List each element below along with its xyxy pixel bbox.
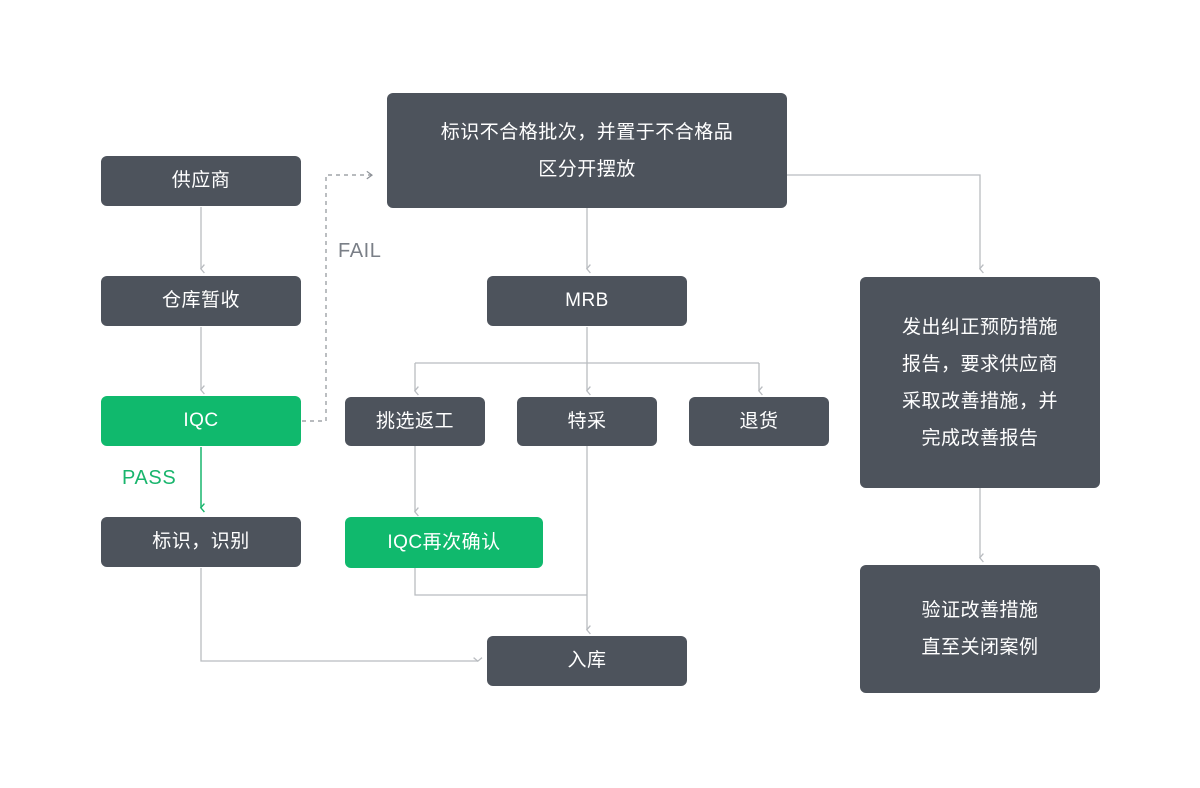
node-mark-nonconforming-lot[interactable]: 标识不合格批次，并置于不合格品 区分开摆放 (387, 93, 787, 208)
node-return-goods[interactable]: 退货 (689, 397, 829, 446)
node-mrb[interactable]: MRB (487, 276, 687, 326)
edge-label-pass: PASS (122, 467, 177, 489)
edge-markncr-car (787, 174, 984, 274)
node-stock-in[interactable]: 入库 (487, 636, 687, 686)
node-supplier[interactable]: 供应商 (101, 156, 301, 206)
node-corrective-action-report[interactable]: 发出纠正预防措施 报告，要求供应商 采取改善措施，并 完成改善报告 (860, 277, 1100, 488)
edge-iqc-markncr (302, 170, 374, 422)
node-iqc[interactable]: IQC (101, 396, 301, 446)
node-sort-rework[interactable]: 挑选返工 (345, 397, 485, 446)
node-special-purchase[interactable]: 特采 (517, 397, 657, 446)
node-identify-mark[interactable]: 标识，识别 (101, 517, 301, 567)
node-warehouse-temp-receipt[interactable]: 仓库暂收 (101, 276, 301, 326)
node-iqc-recheck[interactable]: IQC再次确认 (345, 517, 543, 568)
edge-label-fail: FAIL (338, 240, 382, 262)
node-verify-and-close[interactable]: 验证改善措施 直至关闭案例 (860, 565, 1100, 693)
edge-identify-stockin (200, 568, 483, 663)
edge-recheck-stockin (414, 568, 587, 596)
